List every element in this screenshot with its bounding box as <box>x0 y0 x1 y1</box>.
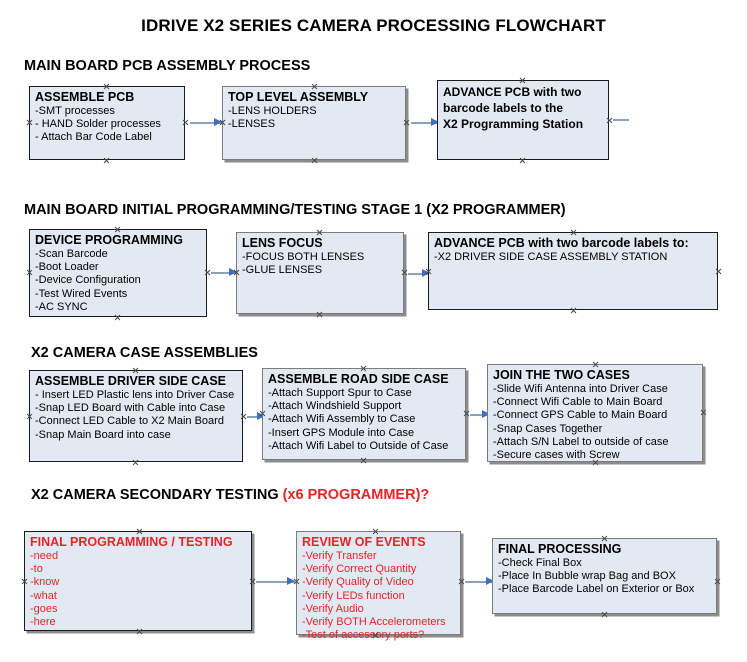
page-title: IDRIVE X2 SERIES CAMERA PROCESSING FLOWC… <box>141 16 606 35</box>
box-title: ASSEMBLE PCB <box>35 90 135 104</box>
box-line: -Connect LED Cable to X2 Main Board <box>35 415 224 428</box>
box-line: -Boot Loader <box>35 261 99 274</box>
box-line: - HAND Solder processes <box>35 118 161 131</box>
box-line: -Verify LEDs function <box>302 589 405 602</box>
arrow-final-prog-to-review <box>256 577 295 586</box>
box-advance-pcb-station[interactable]: ADVANCE PCB with two barcode labels to t… <box>437 80 609 160</box>
section-heading-1: MAIN BOARD PCB ASSEMBLY PROCESS <box>24 58 310 74</box>
box-line: -FOCUS BOTH LENSES <box>242 251 365 263</box>
box-line: -Check Final Box <box>498 557 582 569</box>
arrow-road-case-to-join <box>470 410 490 419</box>
box-line: -Attach Wifi Label to Outside of Case <box>268 439 449 452</box>
section-heading-4-text: X2 CAMERA SECONDARY TESTING <box>31 487 283 503</box>
section-heading-3: X2 CAMERA CASE ASSEMBLIES <box>31 345 258 361</box>
box-line: -SMT processes <box>35 105 115 117</box>
box-final-processing[interactable]: FINAL PROCESSING -Check Final Box -Place… <box>492 538 717 614</box>
box-line: -X2 DRIVER SIDE CASE ASSEMBLY STATION <box>434 251 668 263</box>
box-join-the-two-cases[interactable]: JOIN THE TWO CASES -Slide Wifi Antenna i… <box>487 364 703 462</box>
box-line: -Snap Main Board into case <box>35 428 171 441</box>
box-line: -Connect Wifi Cable to Main Board <box>493 396 663 409</box>
arrow-device-to-lens-focus <box>211 268 237 277</box>
box-line: -Snap Cases Together <box>493 422 603 435</box>
connector-stub <box>613 119 629 121</box>
box-line: -Slide Wifi Antenna into Driver Case <box>493 383 668 395</box>
box-line: -know <box>30 576 60 589</box>
box-assemble-road-side-case[interactable]: ASSEMBLE ROAD SIDE CASE -Attach Support … <box>262 368 466 460</box>
box-lens-focus[interactable]: LENS FOCUS -FOCUS BOTH LENSES -GLUE LENS… <box>236 232 404 314</box>
box-line: ADVANCE PCB with two <box>443 85 582 99</box>
box-line: -Verify Audio <box>302 602 364 615</box>
box-title: FINAL PROGRAMMING / TESTING <box>30 535 233 549</box>
box-line: -Attach Windshield Support <box>268 400 402 413</box>
box-line: -Attach Wifi Assembly to Case <box>268 413 416 426</box>
box-title: FINAL PROCESSING <box>498 542 622 556</box>
section-heading-4-suffix: (x6 PROGRAMMER)? <box>282 487 430 503</box>
box-line: -here <box>30 616 56 629</box>
box-line: - Attach Bar Code Label <box>35 131 152 144</box>
arrow-pcb-to-top-level <box>190 118 222 127</box>
box-line: -Snap LED Board with Cable into Case <box>35 402 226 415</box>
box-review-of-events[interactable]: REVIEW OF EVENTS -Verify Transfer -Verif… <box>296 531 461 641</box>
box-line: -Device Configuration <box>35 274 141 287</box>
box-title: ASSEMBLE DRIVER SIDE CASE <box>35 374 227 388</box>
box-title: LENS FOCUS <box>242 236 323 250</box>
section-heading-2: MAIN BOARD INITIAL PROGRAMMING/TESTING S… <box>24 202 566 218</box>
box-title: JOIN THE TWO CASES <box>493 368 630 382</box>
box-line: -LENS HOLDERS <box>228 105 317 117</box>
box-line-overflow: -Test of accessory ports? <box>302 629 425 642</box>
arrow-top-level-to-advance <box>411 118 439 127</box>
box-assemble-driver-side-case[interactable]: ASSEMBLE DRIVER SIDE CASE - Insert LED P… <box>29 370 243 462</box>
box-line: -Scan Barcode <box>35 248 108 260</box>
box-advance-pcb-driver-station[interactable]: ADVANCE PCB with two barcode labels to: … <box>428 232 718 310</box>
box-line: -Connect GPS Cable to Main Board <box>493 409 668 422</box>
section-heading-2-text: MAIN BOARD INITIAL PROGRAMMING/TESTING S… <box>24 202 566 218</box>
box-line: -Verify Transfer <box>302 550 377 562</box>
box-line: -Verify Quality of Video <box>302 576 414 589</box>
box-line: -Attach Support Spur to Case <box>268 387 412 399</box>
box-assemble-pcb[interactable]: ASSEMBLE PCB -SMT processes - HAND Solde… <box>29 86 185 160</box>
box-line: -need <box>30 550 59 562</box>
box-line: -Test Wired Events <box>35 287 128 300</box>
box-line: -GLUE LENSES <box>242 264 323 277</box>
arrow-review-to-final-processing <box>465 577 494 586</box>
section-heading-4: X2 CAMERA SECONDARY TESTING (x6 PROGRAMM… <box>31 487 429 503</box>
arrow-driver-to-road-case <box>247 412 265 421</box>
box-line: barcode labels to the <box>443 101 564 115</box>
section-heading-1-text: MAIN BOARD PCB ASSEMBLY PROCESS <box>24 58 311 74</box>
box-title: ASSEMBLE ROAD SIDE CASE <box>268 372 449 386</box>
box-title: TOP LEVEL ASSEMBLY <box>228 90 369 104</box>
box-line: X2 Programming Station <box>443 117 584 131</box>
box-line: - Insert LED Plastic lens into Driver Ca… <box>35 389 235 401</box>
box-line: -AC SYNC <box>35 300 88 313</box>
box-title: ADVANCE PCB with two barcode labels to: <box>434 236 689 250</box>
box-line: -Verify BOTH Accelerometers <box>302 616 446 629</box>
box-final-programming-testing[interactable]: FINAL PROGRAMMING / TESTING -need -to -k… <box>24 531 252 631</box>
box-line: -Place Barcode Label on Exterior or Box <box>498 583 695 596</box>
box-line: -Secure cases with Screw <box>493 449 620 462</box>
box-top-level-assembly[interactable]: TOP LEVEL ASSEMBLY -LENS HOLDERS -LENSES <box>222 86 406 160</box>
box-line: -Place In Bubble wrap Bag and BOX <box>498 570 676 583</box>
box-line: -LENSES <box>228 118 276 131</box>
box-title: REVIEW OF EVENTS <box>302 535 426 549</box>
box-title: DEVICE PROGRAMMING <box>35 233 183 247</box>
box-line: -Attach S/N Label to outside of case <box>493 435 669 448</box>
box-line: -goes <box>30 602 58 615</box>
box-line: -Insert GPS Module into Case <box>268 426 415 439</box>
box-line: -to <box>30 563 43 576</box>
box-line: -what <box>30 589 57 602</box>
arrow-lens-focus-to-advance <box>408 269 430 278</box>
box-line: -Verify Correct Quantity <box>302 563 417 576</box>
section-heading-3-text: X2 CAMERA CASE ASSEMBLIES <box>31 345 258 361</box>
box-device-programming[interactable]: DEVICE PROGRAMMING -Scan Barcode -Boot L… <box>29 229 207 317</box>
